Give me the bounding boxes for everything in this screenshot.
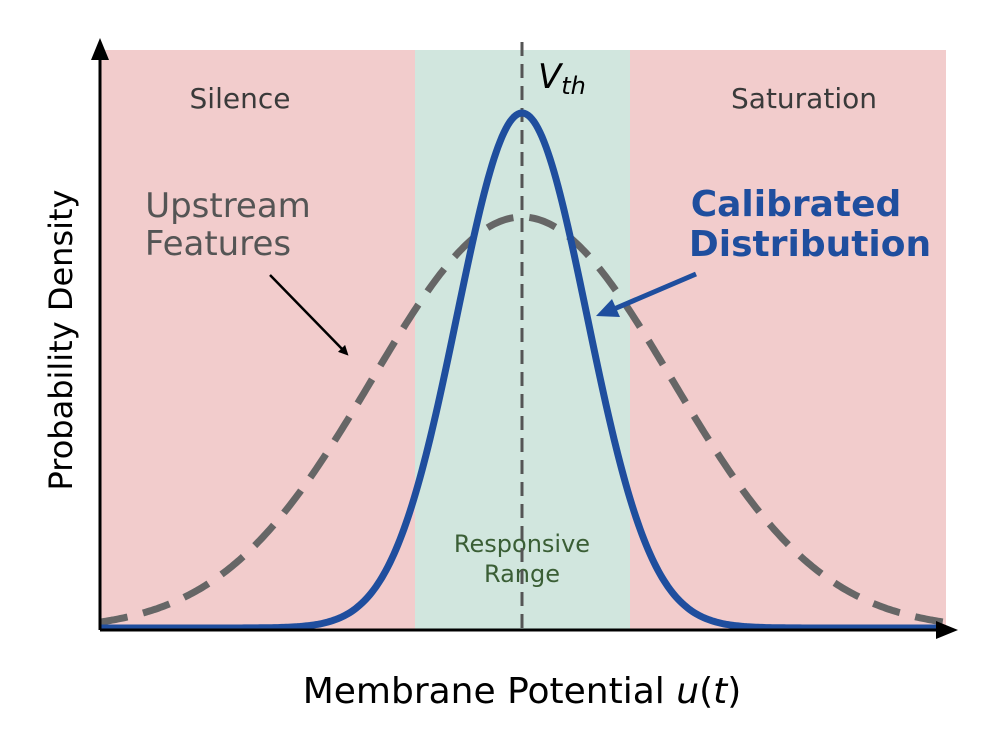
x-axis-label-main: Membrane Potential (303, 671, 677, 712)
upstream-label-line1: Upstream (145, 186, 311, 226)
x-axis-label-open: ( (699, 671, 713, 712)
x-axis-label-close: ) (727, 671, 741, 712)
threshold-subscript: th (561, 72, 586, 100)
silence-region (100, 50, 415, 630)
x-axis-label-arg: t (713, 671, 729, 712)
y-axis-label: Probability Density (42, 190, 80, 491)
silence-label: Silence (190, 82, 291, 115)
threshold-label: Vth (538, 57, 586, 100)
x-axis-label-var: u (676, 671, 699, 712)
calibrated-distribution-curve (100, 109, 944, 632)
x-axis-arrowhead (936, 621, 958, 639)
calibrated-arrow-head (596, 299, 620, 317)
saturation-region (630, 50, 946, 630)
calibrated-arrow-shaft (613, 271, 697, 312)
upstream-features-curve (99, 213, 945, 626)
x-axis-label: Membrane Potential u(t) (303, 671, 742, 712)
saturation-label: Saturation (731, 82, 877, 115)
upstream-arrow (269, 274, 349, 356)
calibrated-label-line2: Distribution (689, 224, 931, 265)
threshold-symbol: V (538, 57, 564, 97)
calibrated-label-line1: Calibrated (691, 184, 902, 225)
y-axis-arrowhead (91, 38, 109, 60)
upstream-label-line2: Features (145, 224, 291, 264)
